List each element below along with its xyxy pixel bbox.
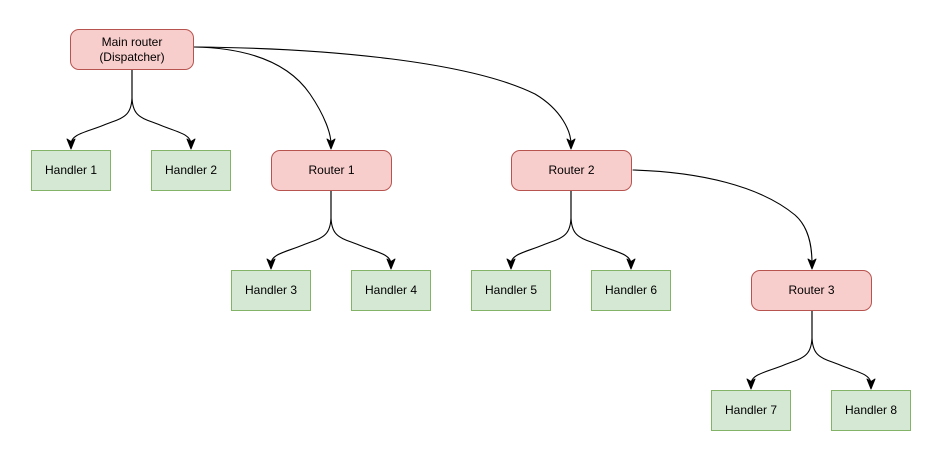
edge-main-to-handler-2-arrowhead-icon — [186, 138, 196, 150]
edge-router-2-to-handler-6-line — [570, 190, 632, 265]
node-router-2[interactable]: Router 2 — [511, 150, 632, 191]
edge-main-to-router-2 — [193, 46, 576, 150]
edge-router-3-to-handler-7-line — [750, 310, 813, 385]
edge-main-to-handler-1-arrowhead-icon — [66, 138, 76, 150]
edge-router-1-to-handler-4-line — [330, 190, 392, 265]
edge-router-2-to-router-3-line — [632, 169, 813, 265]
edge-router-2-to-handler-5-arrowhead-icon — [506, 258, 516, 270]
edge-main-to-router-2-arrowhead-icon — [566, 138, 576, 150]
edge-router-2-to-router-3 — [632, 169, 817, 270]
node-handler-7[interactable]: Handler 7 — [711, 390, 791, 431]
edge-main-to-router-2-line — [193, 46, 572, 145]
edge-router-2-to-handler-5 — [506, 190, 572, 270]
edge-router-3-to-handler-7-arrowhead-icon — [746, 378, 756, 390]
edge-main-to-handler-2 — [131, 69, 196, 150]
edge-router-2-to-handler-5-line — [510, 190, 572, 265]
node-router-1[interactable]: Router 1 — [271, 150, 392, 191]
edge-router-1-to-handler-3-line — [270, 190, 332, 265]
edge-router-1-to-handler-4 — [330, 190, 396, 270]
edge-main-to-handler-1-line — [70, 69, 133, 145]
edge-main-to-handler-2-line — [131, 69, 192, 145]
node-handler-8[interactable]: Handler 8 — [831, 390, 911, 431]
node-handler-5[interactable]: Handler 5 — [471, 270, 551, 311]
edge-router-1-to-handler-3-arrowhead-icon — [266, 258, 276, 270]
edge-router-2-to-handler-6 — [570, 190, 636, 270]
edge-main-to-handler-1 — [66, 69, 133, 150]
node-handler-4[interactable]: Handler 4 — [351, 270, 431, 311]
node-main-router[interactable]: Main router (Dispatcher) — [70, 29, 194, 70]
edge-router-2-to-handler-6-arrowhead-icon — [626, 258, 636, 270]
edge-main-to-router-1-arrowhead-icon — [326, 138, 336, 150]
node-router-3[interactable]: Router 3 — [751, 270, 872, 311]
edge-router-1-to-handler-4-arrowhead-icon — [386, 258, 396, 270]
node-handler-2[interactable]: Handler 2 — [151, 150, 231, 191]
edge-router-3-to-handler-8 — [811, 310, 876, 390]
node-handler-1[interactable]: Handler 1 — [31, 150, 111, 191]
node-handler-6[interactable]: Handler 6 — [591, 270, 671, 311]
edge-router-1-to-handler-3 — [266, 190, 332, 270]
edge-router-2-to-router-3-arrowhead-icon — [807, 258, 817, 270]
edge-main-to-router-1-line — [193, 46, 332, 145]
edge-router-3-to-handler-7 — [746, 310, 813, 390]
edge-main-to-router-1 — [193, 46, 336, 150]
edge-router-3-to-handler-8-arrowhead-icon — [866, 378, 876, 390]
node-handler-3[interactable]: Handler 3 — [231, 270, 311, 311]
edge-router-3-to-handler-8-line — [811, 310, 872, 385]
